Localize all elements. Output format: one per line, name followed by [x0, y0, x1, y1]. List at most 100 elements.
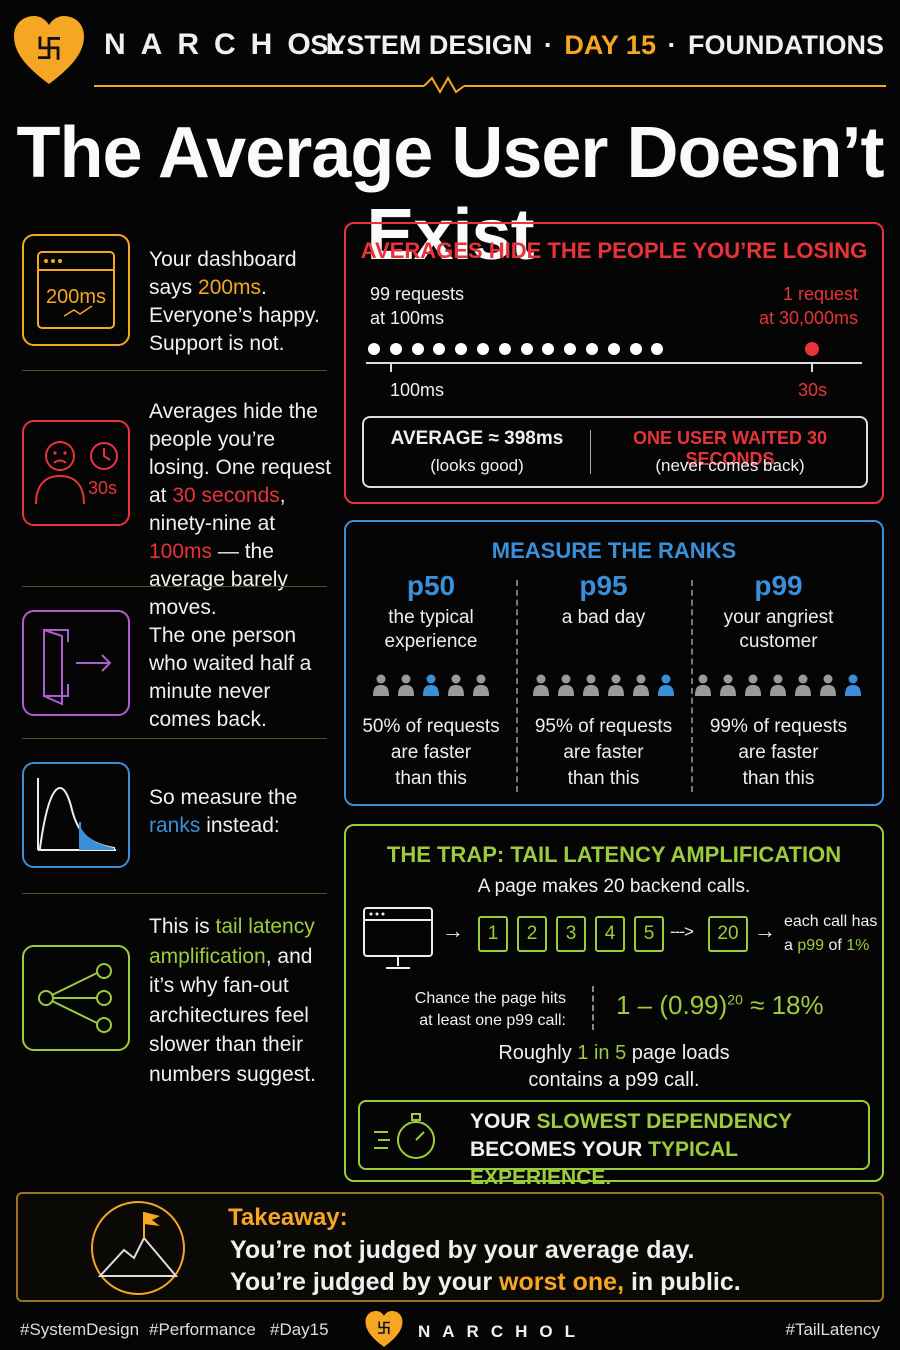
svg-text:卐: 卐 [377, 1321, 391, 1337]
person-icon [820, 674, 836, 696]
takeaway-line2: You’re judged by your worst one, in publ… [230, 1268, 741, 1296]
request-dot [629, 343, 642, 355]
person-icon [845, 674, 861, 696]
divider [22, 370, 327, 371]
call-box: 2 [517, 916, 547, 952]
timeline-axis [366, 362, 862, 364]
person-icon [695, 674, 711, 696]
summit-flag-icon [91, 1201, 185, 1295]
person-icon [770, 674, 786, 696]
person-icon [795, 674, 811, 696]
trap-callout: YOUR SLOWEST DEPENDENCY BECOMES YOUR TYP… [358, 1100, 870, 1189]
axis-label-right: 30s [798, 380, 828, 400]
rank-desc-p50: the typical experience [384, 607, 478, 652]
rank-divider [516, 580, 518, 792]
probability-formula: 1 – (0.99)20 ≈ 18% [616, 990, 824, 1020]
request-dot [651, 343, 664, 355]
clock-badge: 30s [88, 478, 118, 498]
average-value: AVERAGE ≈ 398ms [390, 428, 564, 449]
item5-text: This is tail latency amplification, and … [149, 915, 316, 1086]
dashboard-icon: 200ms [22, 234, 130, 346]
waited-note: (never comes back) [655, 456, 805, 475]
sad-user-clock-icon: 30s [22, 420, 130, 526]
axis-tick-right [811, 362, 813, 372]
rank-desc-p95: a bad day [561, 607, 646, 628]
chance-divider [592, 986, 594, 1030]
takeaway-line1: You’re not judged by your average day. [230, 1236, 695, 1264]
hashtag[interactable]: #SystemDesign [20, 1320, 140, 1339]
rank-desc-p99: your angriest customer [723, 607, 834, 652]
request-dot [607, 343, 620, 355]
averages-left-label: 99 requests at 100ms [370, 284, 465, 328]
person-icon [582, 674, 599, 696]
person-icon [607, 674, 624, 696]
trap-panel: THE TRAP: TAIL LATENCY AMPLIFICATION A p… [344, 824, 884, 1189]
dashboard-badge: 200ms [45, 286, 107, 308]
average-summary-box: AVERAGE ≈ 398ms (looks good) ONE USER WA… [362, 416, 868, 488]
call-note: each call has a p99 of 1% [784, 913, 878, 954]
request-dot [389, 343, 402, 355]
summary-divider [590, 430, 591, 474]
hashtag[interactable]: #Day15 [270, 1320, 329, 1339]
request-dot [520, 343, 533, 355]
person-icon [423, 674, 439, 696]
request-dot [477, 343, 489, 355]
header-series: SYSTEM DESIGN · DAY 15 · FOUNDATIONS [310, 30, 884, 60]
fan-out-icon [22, 945, 130, 1051]
trap-subtitle: A page makes 20 backend calls. [477, 876, 751, 897]
request-dot [498, 343, 511, 355]
person-icon [557, 674, 574, 696]
item4-text: So measure the ranks instead: [149, 786, 298, 837]
item3-text: The one person who waited half a minute … [149, 624, 312, 731]
trap-title: THE TRAP: TAIL LATENCY AMPLIFICATION [386, 842, 842, 867]
averages-panel: AVERAGES HIDE THE PEOPLE YOU’RE LOSING 9… [344, 222, 884, 504]
person-icon [448, 674, 464, 696]
average-note: (looks good) [430, 456, 524, 475]
rank-pct-p99: 99% of requests are faster than this [709, 716, 848, 789]
waited-value: ONE USER WAITED 30 SECONDS [632, 428, 828, 469]
browser-window-icon [363, 907, 433, 969]
call-box: 3 [556, 916, 586, 952]
takeaway-panel: Takeaway: You’re not judged by your aver… [16, 1192, 884, 1302]
svg-text:卐: 卐 [36, 35, 62, 65]
arrow-right-icon: → [754, 918, 776, 943]
brand-logo-heart-icon: 卐 [14, 16, 84, 84]
person-icon [745, 674, 761, 696]
person-icon [720, 674, 736, 696]
outlier-dot [805, 342, 819, 356]
takeaway-label: Takeaway: [228, 1204, 348, 1231]
rank-name-p99: p99 [754, 570, 803, 601]
arrow-right-icon: → [442, 918, 464, 943]
hashtag[interactable]: #TailLatency [785, 1320, 880, 1339]
roughly-text: Roughly 1 in 5 page loads contains a p99… [498, 1042, 730, 1091]
header-rule [94, 76, 886, 95]
callout-text: YOUR SLOWEST DEPENDENCY BECOMES YOUR TYP… [470, 1110, 793, 1189]
footer-logo-heart-icon: 卐 [365, 1311, 403, 1347]
person-icon [373, 674, 389, 696]
item2-text: Averages hide the people you’re losing. … [149, 400, 332, 619]
person-icon [657, 674, 674, 696]
request-dot [433, 343, 446, 355]
request-dot [564, 343, 577, 355]
axis-label-left: 100ms [390, 380, 445, 400]
request-dot [368, 343, 380, 355]
distribution-tail-icon [22, 762, 130, 868]
request-dot [542, 343, 555, 355]
call-box: 4 [595, 916, 625, 952]
averages-title: AVERAGES HIDE THE PEOPLE YOU’RE LOSING [360, 238, 868, 263]
ranks-title: MEASURE THE RANKS [491, 538, 737, 563]
call-box-last: 20 [708, 916, 748, 952]
rank-name-p50: p50 [406, 570, 456, 601]
ranks-panel: MEASURE THE RANKS p50 the typical experi… [344, 520, 884, 806]
request-dot [586, 343, 598, 355]
person-icon [632, 674, 649, 696]
rank-divider [691, 580, 693, 792]
call-box: 5 [634, 916, 664, 952]
item1-text: Your dashboard says 200ms. Everyone’s ha… [149, 248, 320, 355]
hashtag[interactable]: #Performance [149, 1320, 256, 1339]
person-icon [473, 674, 489, 696]
averages-right-label: 1 request at 30,000ms [758, 284, 858, 328]
brand-name: NARCHOL [104, 28, 359, 61]
divider [22, 893, 327, 894]
ellipsis-arrow: ---> [670, 922, 694, 941]
